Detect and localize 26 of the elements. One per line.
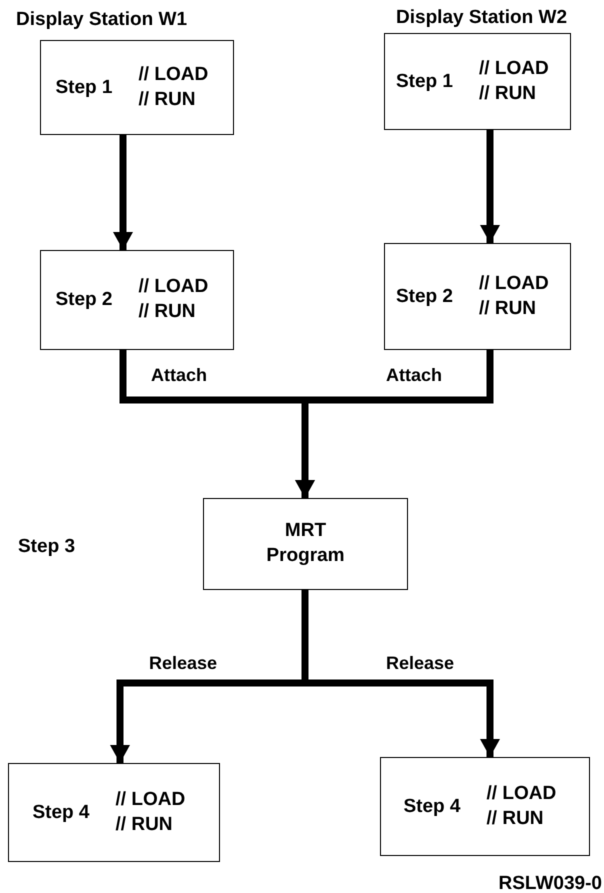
step-name: Step 1 [396, 70, 454, 94]
command-text: // LOAD // RUN [138, 62, 210, 112]
command-text: // LOAD // RUN [486, 782, 558, 830]
step-label: Step 3 [18, 535, 76, 559]
step-name: Step 1 [55, 76, 113, 100]
step-name: Step 2 [396, 284, 454, 308]
step-box [40, 40, 234, 135]
command-text: // LOAD // RUN [116, 788, 186, 836]
step-name: Step 2 [55, 288, 113, 312]
step-box [203, 498, 408, 590]
step-name: Step 4 [32, 800, 90, 824]
step-box [8, 763, 220, 862]
column-heading: Display Station W1 [16, 8, 188, 32]
step-box [384, 33, 571, 130]
figure-id: RSLW039-0 [498, 872, 602, 893]
column-heading: Display Station W2 [396, 6, 568, 30]
connector-arrow [113, 135, 133, 250]
step-name: Step 4 [403, 794, 461, 818]
command-text: // LOAD // RUN [138, 275, 210, 324]
step-box [40, 250, 234, 350]
step-box [384, 243, 571, 350]
step-box [380, 757, 590, 856]
box-text: MRT Program [265, 519, 346, 568]
command-text: // LOAD // RUN [479, 56, 550, 106]
command-text: // LOAD // RUN [479, 272, 550, 320]
connector-arrow [480, 130, 500, 243]
